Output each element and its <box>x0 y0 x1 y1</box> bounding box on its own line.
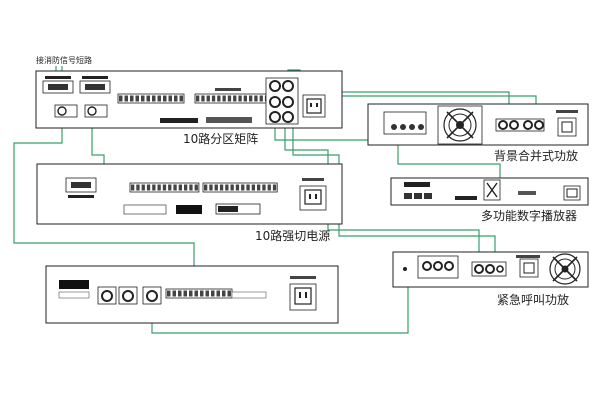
terminal-pin <box>230 184 234 191</box>
terminal-pin <box>246 184 250 191</box>
terminal-pin <box>146 184 151 191</box>
terminal-pin <box>152 184 156 191</box>
terminal-pin <box>219 184 224 191</box>
label-matrix: 10路分区矩阵 <box>183 131 258 146</box>
terminal-pin <box>189 184 193 191</box>
terminal-pin <box>141 95 145 102</box>
label-emergency-amp: 紧急呼叫功放 <box>497 292 569 307</box>
terminal-pin <box>257 184 261 191</box>
terminal-pin <box>201 95 205 102</box>
power-terminal-strip-2 <box>202 182 278 193</box>
terminal-pin <box>205 290 209 297</box>
terminal-pin <box>211 95 216 102</box>
terminal-pin <box>235 184 240 191</box>
emergency-amp-device <box>392 251 589 288</box>
terminal-pin <box>152 95 156 102</box>
terminal-pin <box>178 290 182 297</box>
terminal-pin <box>168 184 172 191</box>
terminal-pin <box>200 290 204 297</box>
label-power: 10路强切电源 <box>255 228 330 243</box>
terminal-pin <box>124 95 128 102</box>
terminal-pin <box>196 95 200 102</box>
terminal-pin <box>157 184 161 191</box>
label-bg-amp: 背景合并式功放 <box>494 148 578 163</box>
terminal-pin <box>249 95 253 102</box>
terminal-pin <box>206 95 210 102</box>
wire-matrix-to-player <box>274 103 501 185</box>
terminal-pin <box>119 95 123 102</box>
terminal-pin <box>178 184 182 191</box>
terminal-pin <box>173 184 177 191</box>
terminal-pin <box>189 290 193 297</box>
terminal-pin <box>217 95 221 102</box>
terminal-pin <box>163 95 167 102</box>
local-device <box>45 265 339 324</box>
terminal-pin <box>135 95 139 102</box>
label-short-circuit: 接消防信号短路 <box>36 55 92 65</box>
terminal-pin <box>233 95 237 102</box>
terminal-pin <box>238 95 242 102</box>
terminal-pin <box>222 95 226 102</box>
matrix-device <box>35 70 343 129</box>
terminal-pin <box>167 290 171 297</box>
matrix-terminal-strip-1 <box>117 93 185 104</box>
terminal-strip-body <box>202 182 278 193</box>
terminal-pin <box>272 184 277 191</box>
terminal-pin <box>262 184 266 191</box>
terminal-pin <box>131 184 135 191</box>
terminal-pin <box>254 95 258 102</box>
terminal-pin <box>172 290 176 297</box>
terminal-pin <box>184 184 188 191</box>
terminal-strip-body <box>117 93 185 104</box>
terminal-pin <box>174 95 178 102</box>
terminal-pin <box>241 184 245 191</box>
terminal-pin <box>194 290 198 297</box>
terminal-pin <box>227 95 232 102</box>
terminal-pin <box>251 184 255 191</box>
label-player: 多功能数字播放器 <box>481 208 577 223</box>
terminal-pin <box>267 184 271 191</box>
terminal-pin <box>179 95 183 102</box>
terminal-pin <box>243 95 247 102</box>
terminal-pin <box>168 95 172 102</box>
terminal-pin <box>146 95 150 102</box>
terminal-pin <box>194 184 198 191</box>
terminal-pin <box>204 184 208 191</box>
player-device <box>390 177 589 206</box>
terminal-pin <box>157 95 161 102</box>
terminal-pin <box>222 290 226 297</box>
terminal-pin <box>225 184 229 191</box>
terminal-pin <box>162 184 167 191</box>
terminal-strip-body <box>194 93 270 104</box>
bg-amp-device <box>367 103 589 146</box>
power-device <box>36 163 343 225</box>
terminal-pin <box>130 95 134 102</box>
terminal-pin <box>227 290 231 297</box>
terminal-pin <box>259 95 263 102</box>
terminal-pin <box>136 184 140 191</box>
terminal-pin <box>214 184 218 191</box>
wire-matrix-to-emergency-left <box>13 122 195 286</box>
local-terminal-strip <box>165 288 233 299</box>
power-terminal-strip-1 <box>129 182 200 193</box>
terminal-pin <box>216 290 220 297</box>
terminal-pin <box>141 184 145 191</box>
terminal-pin <box>183 290 187 297</box>
terminal-pin <box>211 290 215 297</box>
matrix-terminal-strip-2 <box>194 93 270 104</box>
terminal-pin <box>209 184 213 191</box>
